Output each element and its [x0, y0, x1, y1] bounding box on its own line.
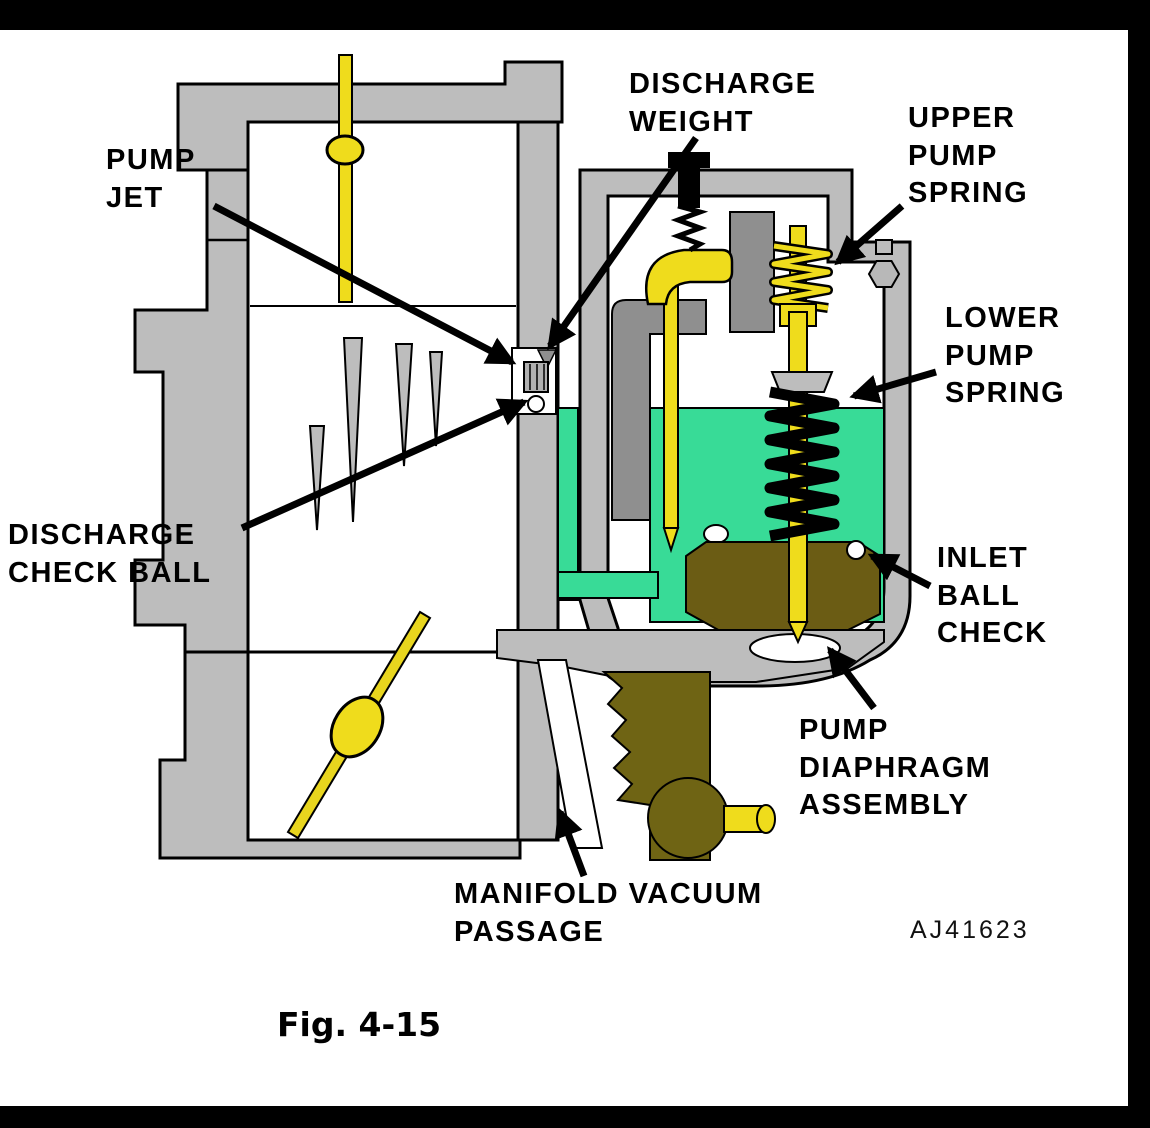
bolt-stem — [875, 239, 893, 255]
casting-cylinder — [647, 777, 729, 859]
arrow-discharge-check-ball — [240, 398, 529, 532]
frame-right-bar — [1128, 0, 1150, 1128]
label-pump-diaphragm-assembly: PUMP DIAPHRAGM ASSEMBLY — [799, 714, 992, 822]
lower-pump-spring-coil — [764, 386, 840, 542]
venturi-wedge — [308, 425, 326, 531]
label-inlet-ball-check: INLET BALL CHECK — [937, 542, 1048, 650]
choke-shaft — [338, 54, 353, 303]
discharge-check-ball-part — [527, 395, 545, 413]
fuel-channel-vertical — [557, 407, 579, 601]
throttle-plate — [329, 695, 385, 759]
label-discharge-check-ball: DISCHARGE CHECK BALL — [8, 519, 212, 589]
interior-boss — [729, 211, 775, 333]
arrow-inlet-ball-check — [867, 552, 932, 590]
manifold-vacuum-passage-channel — [536, 659, 604, 849]
arrow-lower-pump-spring — [849, 368, 937, 404]
label-manifold-vacuum-passage: MANIFOLD VACUUM PASSAGE — [454, 878, 763, 948]
needle-return-spring — [670, 203, 709, 253]
figure-code: AJ41623 — [910, 916, 1030, 944]
venturi-wedge — [342, 337, 364, 523]
figure-caption: Fig. 4-15 — [277, 1005, 442, 1044]
main-body-left-wall — [133, 168, 522, 860]
callout-arrows — [212, 135, 937, 878]
pump-plunger-assembly — [764, 225, 840, 645]
discharge-passage — [611, 299, 707, 521]
discharge-needle-assembly — [644, 152, 734, 554]
frame-top-bar — [0, 0, 1150, 30]
needle-hook — [644, 248, 734, 306]
upper-pump-spring-coil — [771, 243, 831, 311]
air-horn-flange — [176, 60, 564, 172]
vent-ball — [703, 524, 729, 544]
label-discharge-weight: DISCHARGE WEIGHT — [629, 68, 817, 138]
choke-plate — [325, 134, 365, 166]
fuel-channel-horizontal — [557, 571, 659, 599]
arrow-upper-pump-spring — [834, 203, 905, 266]
linkage-pin-cap — [756, 804, 776, 834]
spring-retainer — [770, 371, 834, 393]
label-pump-jet: PUMP JET — [106, 144, 196, 214]
needle-cap-stem — [678, 166, 700, 208]
label-upper-pump-spring: UPPER PUMP SPRING — [908, 102, 1029, 210]
label-lower-pump-spring: LOWER PUMP SPRING — [945, 302, 1066, 410]
venturi-wedge — [428, 351, 444, 447]
bolt-hex — [867, 260, 901, 288]
frame-bottom-bar — [0, 1106, 1150, 1128]
pump-jet-cluster — [511, 347, 558, 415]
plunger-tip — [787, 621, 809, 645]
carburetor-body — [133, 54, 912, 861]
arrow-pump-diaphragm — [827, 646, 877, 711]
arrow-discharge-weight — [547, 135, 699, 351]
arrow-pump-jet — [212, 202, 517, 366]
venturi-wedge — [394, 343, 414, 467]
inlet-check-ball — [846, 540, 866, 560]
arrow-manifold-vacuum — [554, 807, 588, 878]
diaphragm-dome — [749, 633, 841, 663]
discharge-needle-tip — [662, 527, 680, 554]
discharge-weight-part — [536, 349, 558, 370]
